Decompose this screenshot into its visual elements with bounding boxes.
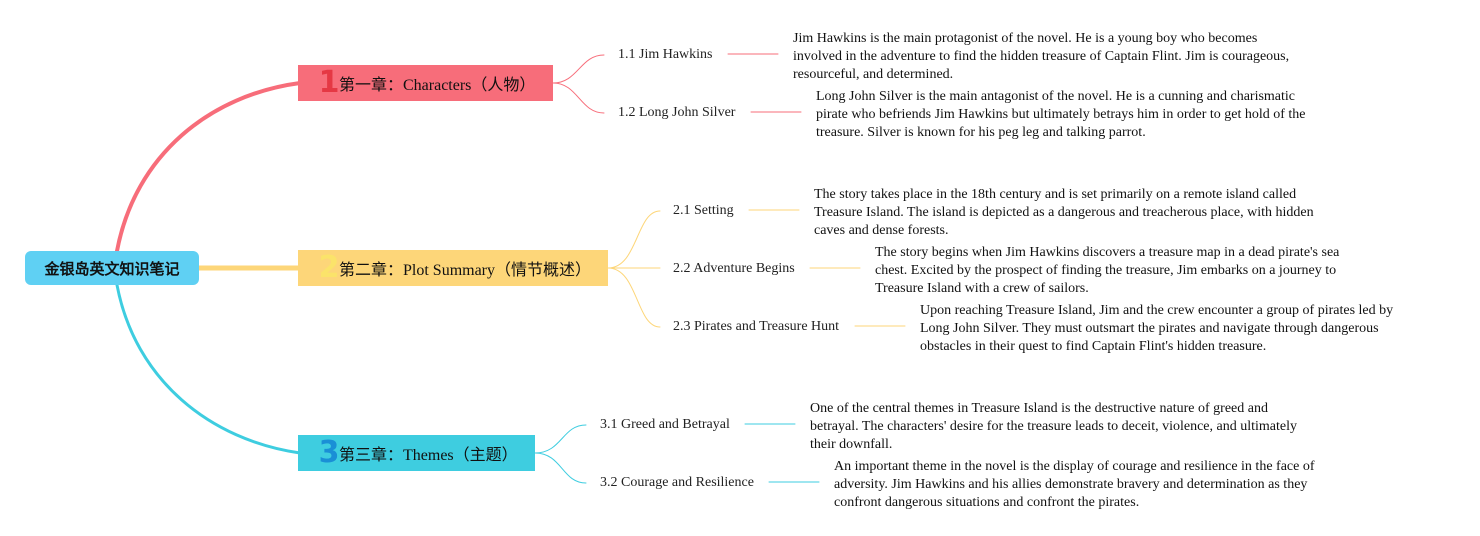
subtopic-1-2[interactable]: 1.2 Long John Silver bbox=[618, 105, 736, 120]
subtopic-2-2[interactable]: 2.2 Adventure Begins bbox=[673, 261, 795, 276]
chapter-1-number-icon: 1 bbox=[318, 65, 340, 100]
chapter-2-label: 第二章：Plot Summary（情节概述） bbox=[339, 262, 592, 279]
note-3-1: One of the central themes in Treasure Is… bbox=[810, 401, 1297, 452]
chapter-3-number-icon: 3 bbox=[318, 435, 340, 470]
link-root-chapter-3 bbox=[115, 283, 302, 455]
link-root-chapter-1 bbox=[115, 81, 302, 253]
link-chapter-1-topic-1 bbox=[552, 54, 605, 84]
root-topic-label: 金银岛英文知识笔记 bbox=[44, 259, 180, 278]
chapter-2-topic[interactable]: 2 第二章：Plot Summary（情节概述） bbox=[298, 250, 608, 286]
chapter-3-label: 第三章：Themes（主题） bbox=[339, 447, 518, 464]
subtopic-1-1[interactable]: 1.1 Jim Hawkins bbox=[618, 47, 713, 62]
link-chapter-3-topic-1 bbox=[534, 424, 587, 454]
link-chapter-2-topic-3 bbox=[607, 267, 661, 328]
subtopic-2-3[interactable]: 2.3 Pirates and Treasure Hunt bbox=[673, 319, 840, 334]
note-2-2: The story begins when Jim Hawkins discov… bbox=[875, 245, 1340, 296]
chapter-2-number-icon: 2 bbox=[318, 250, 340, 285]
subtopic-3-2[interactable]: 3.2 Courage and Resilience bbox=[600, 475, 754, 490]
note-3-2: An important theme in the novel is the d… bbox=[834, 459, 1315, 510]
note-1-2: Long John Silver is the main antagonist … bbox=[816, 89, 1306, 140]
note-2-1: The story takes place in the 18th centur… bbox=[814, 187, 1314, 238]
chapter-1-topic[interactable]: 1 第一章：Characters（人物） bbox=[298, 65, 553, 101]
root-topic[interactable]: 金银岛英文知识笔记 bbox=[25, 251, 199, 285]
note-2-3: Upon reaching Treasure Island, Jim and t… bbox=[920, 303, 1394, 354]
chapter-1-label: 第一章：Characters（人物） bbox=[339, 77, 536, 94]
subtopic-3-1[interactable]: 3.1 Greed and Betrayal bbox=[600, 417, 730, 432]
link-chapter-1-topic-2 bbox=[552, 82, 605, 114]
link-chapter-2-topic-1 bbox=[607, 210, 661, 269]
link-chapter-3-topic-2 bbox=[534, 452, 587, 484]
chapter-3-topic[interactable]: 3 第三章：Themes（主题） bbox=[298, 435, 535, 471]
subtopic-2-1[interactable]: 2.1 Setting bbox=[673, 203, 734, 218]
note-1-1: Jim Hawkins is the main protagonist of t… bbox=[793, 31, 1290, 82]
